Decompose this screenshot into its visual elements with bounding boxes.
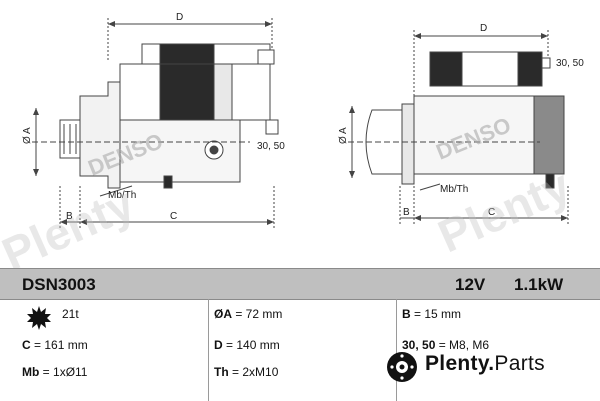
- right-dim-b-label: B: [403, 207, 410, 218]
- left-dim-b-label: B: [66, 211, 73, 222]
- pinion-gear-icon: [27, 306, 51, 330]
- voltage: 12V: [455, 275, 486, 294]
- column-divider: [396, 299, 397, 401]
- brake-disc-icon: [387, 352, 417, 382]
- starter-top-view: [348, 30, 569, 224]
- left-mount-label: Mb/Th: [108, 190, 136, 201]
- starter-technical-drawing: D Ø A 30, 50 Mb/Th B C D 30, 50 Ø A Mb/T…: [22, 12, 584, 228]
- logo-wordmark: Plenty.Parts: [425, 352, 545, 375]
- spec-b: B = 15 mm: [402, 307, 462, 321]
- power: 1.1kW: [514, 275, 564, 294]
- spec-terminals: 30, 50 = M8, M6: [402, 338, 490, 352]
- spec-mb: Mb = 1xØ11: [22, 365, 88, 379]
- spec-c: C = 161 mm: [22, 338, 88, 352]
- right-dim-a-label: Ø A: [338, 127, 349, 144]
- spec-th: Th = 2xM10: [214, 365, 279, 379]
- plentyparts-logo: Plenty.Parts: [385, 348, 600, 388]
- spec-a: ØA = 72 mm: [214, 307, 283, 321]
- left-terminal-label: 30, 50: [257, 141, 285, 152]
- teeth-count: 21t: [62, 307, 79, 321]
- spec-d: D = 140 mm: [214, 338, 280, 352]
- left-dim-c-label: C: [170, 211, 177, 222]
- left-dim-a-label: Ø A: [22, 127, 33, 144]
- right-dim-c-label: C: [488, 207, 495, 218]
- spec-table: DSN3003 12V 1.1kW 21t C = 161 mm ØA = 72…: [0, 268, 600, 401]
- column-divider: [208, 299, 209, 401]
- right-mount-label: Mb/Th: [440, 184, 468, 195]
- part-number: DSN3003: [22, 275, 96, 294]
- right-dim-d-label: D: [480, 23, 487, 34]
- right-terminal-label: 30, 50: [556, 58, 584, 69]
- left-dim-d-label: D: [176, 12, 183, 23]
- spec-header: DSN3003 12V 1.1kW: [0, 269, 600, 300]
- starter-side-view: [32, 18, 279, 228]
